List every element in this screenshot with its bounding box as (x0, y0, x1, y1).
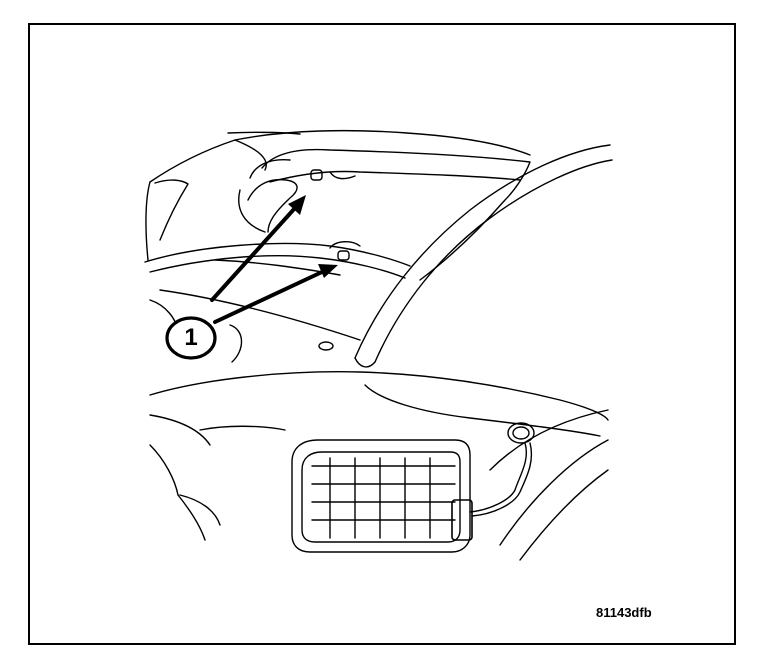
arrow-to-lower-hole (213, 270, 324, 324)
arrowhead-lower (318, 264, 338, 278)
arrowhead-upper (288, 195, 306, 215)
callout-circle (165, 316, 217, 360)
roof-outline (145, 129, 531, 261)
callout-number: 1 (184, 324, 198, 351)
upper-fastener-hole (310, 169, 323, 181)
lower-fastener-hole (337, 250, 350, 261)
speaker-grille (291, 439, 473, 553)
arrow-to-upper-hole (210, 206, 297, 302)
rear-window-opening (238, 148, 531, 281)
liftgate-pillar (354, 144, 613, 368)
quarter-panel (149, 299, 609, 561)
leader-arrows (210, 206, 324, 324)
grommet-and-wire (469, 422, 535, 517)
figure-id-label: 81143dfb (596, 605, 652, 620)
